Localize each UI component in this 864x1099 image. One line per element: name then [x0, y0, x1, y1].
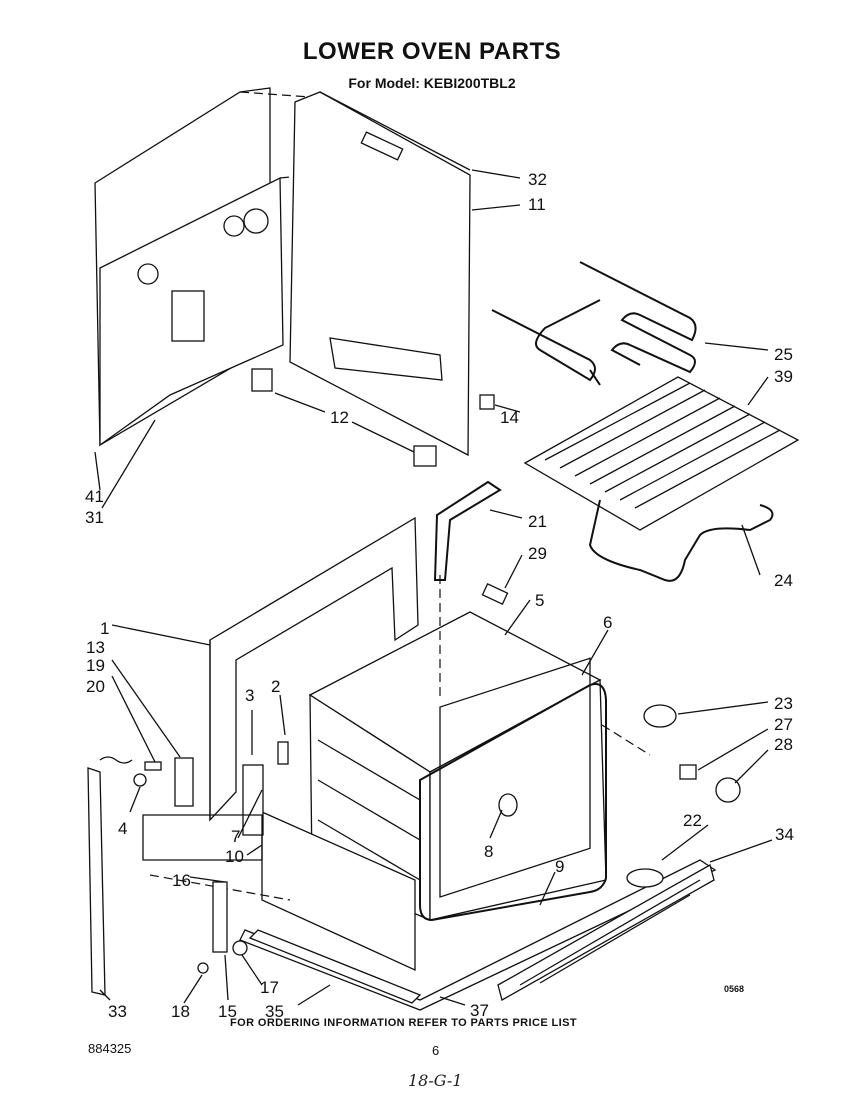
callout-9: 9 [555, 857, 564, 876]
callout-21: 21 [528, 512, 547, 531]
oven-rack [523, 376, 800, 531]
callout-4: 4 [118, 819, 127, 838]
callout-24: 24 [774, 571, 793, 590]
callout-27: 27 [774, 715, 793, 734]
callout-23: 23 [774, 694, 793, 713]
callout-7: 7 [231, 827, 240, 846]
callout-14: 14 [500, 408, 519, 427]
hinge-assembly [99, 741, 289, 836]
temperature-sensor [481, 583, 509, 605]
ordering-info-note: FOR ORDERING INFORMATION REFER TO PARTS … [230, 1017, 577, 1029]
callout-33: 33 [108, 1002, 127, 1021]
side-trim-strip [87, 767, 106, 996]
callout-35: 35 [265, 1002, 284, 1021]
callout-16: 16 [172, 871, 191, 890]
callout-29: 29 [528, 544, 547, 563]
callout-20: 20 [86, 677, 105, 696]
callout-3: 3 [245, 686, 254, 705]
callout-15: 15 [218, 1002, 237, 1021]
vent-grille [497, 864, 715, 1001]
broil-element [491, 261, 697, 386]
callout-25: 25 [774, 345, 793, 364]
front-base-trim [248, 929, 422, 1004]
callout-12: 12 [330, 408, 349, 427]
callout-2: 2 [271, 677, 280, 696]
page-number: 6 [432, 1043, 440, 1058]
callout-39: 39 [774, 367, 793, 386]
light-bulb [715, 777, 741, 803]
light-socket [679, 764, 697, 780]
side-panel [289, 91, 471, 457]
callout-1: 1 [100, 619, 109, 638]
callout-19: 19 [86, 656, 105, 675]
part-22 [626, 868, 664, 888]
callout-31: 31 [85, 508, 104, 527]
door-latch-assembly [142, 814, 291, 974]
callout-11: 11 [528, 195, 546, 214]
callout-18: 18 [171, 1002, 190, 1021]
callout-28: 28 [774, 735, 793, 754]
illustration-code: 0568 [724, 984, 745, 994]
callout-34: 34 [775, 825, 794, 844]
callout-13: 13 [86, 638, 105, 657]
callout-10: 10 [225, 847, 244, 866]
bracket-parts-12 [251, 368, 437, 467]
callout-17: 17 [260, 978, 279, 997]
callout-8: 8 [484, 842, 493, 861]
leader-lines [94, 169, 773, 1006]
light-lens [643, 704, 677, 728]
document-number: 884325 [88, 1041, 132, 1056]
callout-41: 41 [85, 487, 104, 506]
door-gasket [419, 683, 607, 922]
callout-32: 32 [528, 170, 547, 189]
callout-6: 6 [603, 613, 612, 632]
callout-5: 5 [535, 591, 544, 610]
rear-panel-assembly [94, 87, 311, 447]
diagram-title: LOWER OVEN PARTS [302, 38, 562, 65]
bottom-trim [239, 859, 717, 1011]
callout-37: 37 [470, 1001, 489, 1020]
callout-22: 22 [683, 811, 702, 830]
model-subtitle: For Model: KEBI200TBL2 [348, 75, 516, 91]
vent-tube [433, 480, 502, 581]
lower-panel [261, 810, 416, 972]
front-frame [209, 516, 419, 822]
callout-labels: 32 11 25 39 12 14 41 31 21 29 24 5 6 1 1… [85, 170, 794, 1021]
bake-element [588, 499, 774, 582]
clip-14 [479, 394, 495, 410]
handwritten-note: 18-G-1 [408, 1071, 463, 1090]
